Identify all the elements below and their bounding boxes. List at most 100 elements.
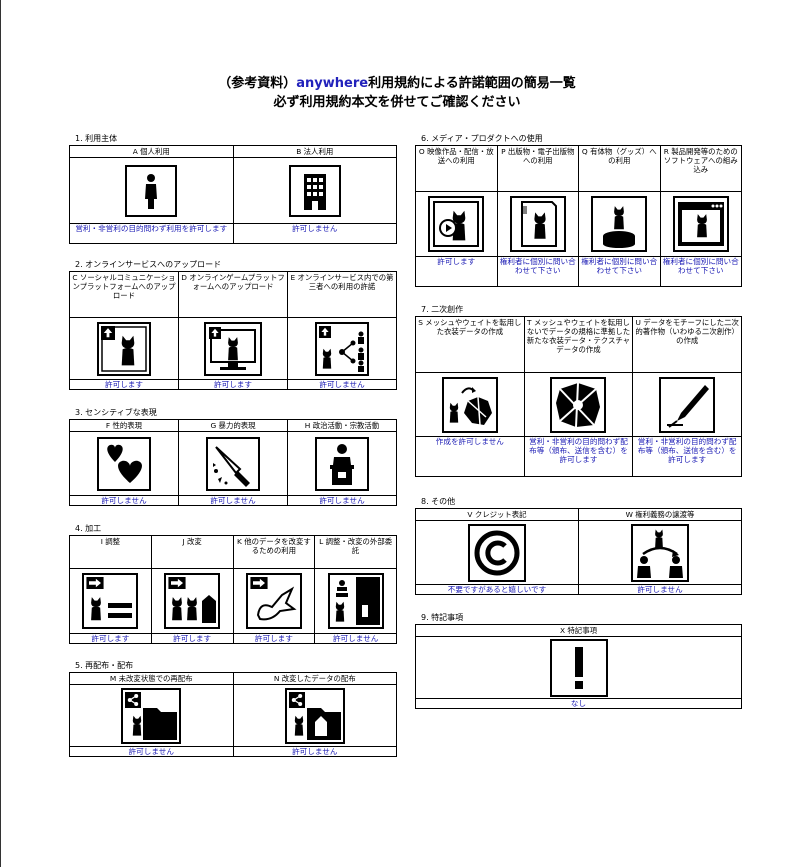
cell-label: W 権利義務の譲渡等 [578,508,742,521]
section-media-products: 6. メディア・プロダクトへの使用 O 映像作品・配信・放送への利用 P 出版物… [415,133,742,287]
cell-label: D オンラインゲームプラットフォームへのアップロード [178,271,288,318]
section-title: 8. その他 [421,497,456,506]
section-title: 3. センシティブな表現 [75,408,157,417]
permission-table: F 性的表現 G 暴力的表現 H 政治活動・宗教活動 許可しません 許可しません… [69,419,397,506]
result-text: 許可しません [69,495,179,506]
cell-label: S メッシュやウェイトを転用した衣装データの作成 [415,316,525,373]
permission-table: I 調整 J 改変 K 他のデータを改変するための利用 L 調整・改変の外部委託… [69,535,397,644]
share-folder-icon [121,687,182,744]
result-text: 不要ですがあると嬉しいです [415,584,579,595]
cell-label: M 未改変状態での再配布 [69,672,234,685]
cell-label: E オンラインサービス内での第三者への利用の許諾 [287,271,397,318]
permission-table: V クレジット表記 W 権利義務の譲渡等 不要ですがあると嬉しいです 許可しませ… [415,508,742,595]
knife-icon [206,436,260,491]
section-title: 4. 加工 [75,524,102,533]
result-text: 許可しません [578,584,742,595]
cell-label: I 調整 [69,535,152,569]
transform-icon [245,573,302,629]
result-text: 許可しません [232,223,397,244]
cell-label: Q 有体物（グッズ）への利用 [578,145,661,192]
section-special-notes: 9. 特記事項 X 特記事項 なし [415,612,742,709]
transfer-icon [631,523,689,582]
result-text: 許可しません [232,746,397,757]
new-clothes-icon [550,376,607,433]
section-redistribution: 5. 再配布・配布 M 未改変状態での再配布 N 改変したデータの配布 許可しま… [69,660,397,757]
pen-icon [659,376,716,433]
result-text: 営利・非営利の目的問わず配布等（頒布、送信を含む）を許可します [523,436,634,477]
result-text: 営利・非営利の目的問わず利用を許可します [69,223,234,244]
result-text: 許可します [232,633,316,644]
cell-label: A 個人利用 [69,145,234,158]
outsource-icon [327,573,384,629]
result-text: 権利者に個別に問い合わせて下さい [496,256,579,287]
result-text: 権利者に個別に問い合わせて下さい [578,256,661,287]
exclamation-icon [549,638,608,697]
share-modified-icon [284,687,345,744]
result-text: 許可しません [69,746,234,757]
section-sensitive-expression: 3. センシティブな表現 F 性的表現 G 暴力的表現 H 政治活動・宗教活動 … [69,407,397,506]
figure-icon [591,196,648,252]
result-text: 許可します [415,256,498,287]
section-title: 6. メディア・プロダクトへの使用 [421,134,543,143]
section-title: 5. 再配布・配布 [75,661,134,670]
section-usage-subject: 1. 利用主体 A 個人利用 B 法人利用 営利・非営利の目的問わず利用を許可し… [69,133,397,244]
section-title: 1. 利用主体 [75,134,118,143]
section-title: 9. 特記事項 [421,613,464,622]
cell-label: J 改変 [150,535,234,569]
cell-label: B 法人利用 [232,145,397,158]
permission-table: C ソーシャルコミュニケーションプラットフォームへのアップロード D オンライン… [69,271,397,390]
copyright-icon [468,523,526,582]
cell-label: F 性的表現 [69,419,179,432]
modify-icon [164,573,221,629]
section-online-upload: 2. オンラインサービスへのアップロード C ソーシャルコミュニケーションプラッ… [69,259,397,390]
permission-table: A 個人利用 B 法人利用 営利・非営利の目的問わず利用を許可します 許可しませ… [69,145,397,244]
cell-label: X 特記事項 [415,624,742,637]
software-icon [672,196,729,252]
cell-label: C ソーシャルコミュニケーションプラットフォームへのアップロード [69,271,179,318]
share-users-icon [315,321,369,376]
cell-label: T メッシュやウェイトを転用しないでデータの規格に準拠した新たな衣装データ・テク… [523,316,634,373]
cell-label: H 政治活動・宗教活動 [287,419,397,432]
result-text: 許可しません [314,633,397,644]
building-icon [288,164,341,217]
result-text: なし [415,698,742,709]
result-text: 権利者に個別に問い合わせて下さい [659,256,742,287]
person-icon [125,164,178,217]
upload-monitor-icon [204,321,262,376]
video-icon [428,196,485,252]
upload-icon [97,321,151,376]
result-text: 許可します [69,379,179,390]
section-other: 8. その他 V クレジット表記 W 権利義務の譲渡等 不要ですがあると嬉しいで… [415,496,742,595]
cell-label: G 暴力的表現 [178,419,288,432]
result-text: 許可しません [178,495,288,506]
hearts-icon [97,436,151,491]
permission-table: M 未改変状態での再配布 N 改変したデータの配布 許可しません 許可しません [69,672,397,757]
result-text: 許可します [69,633,152,644]
cell-label: K 他のデータを改変するための利用 [232,535,316,569]
result-text: 営利・非営利の目的問わず配布等（頒布、送信を含む）を許可します [632,436,742,477]
clothes-icon [441,376,498,433]
cell-label: N 改変したデータの配布 [232,672,397,685]
adjust-icon [82,573,139,629]
result-text: 作成を許可しません [415,436,525,477]
permission-table: S メッシュやウェイトを転用した衣装データの作成 T メッシュやウェイトを転用し… [415,316,742,477]
book-icon [509,196,566,252]
result-text: 許可します [150,633,234,644]
cell-label: R 製品開発等のためのソフトウェアへの組み込み [659,145,742,192]
permission-table: O 映像作品・配信・放送への利用 P 出版物・電子出版物への利用 Q 有体物（グ… [415,145,742,287]
page-title: （参考資料）anywhere利用規約による許諾範囲の簡易一覧 必ず利用規約本文を… [218,76,576,110]
section-derivative-works: 7. 二次創作 S メッシュやウェイトを転用した衣装データの作成 T メッシュや… [415,304,742,477]
page-edge [0,0,1,867]
cell-label: O 映像作品・配信・放送への利用 [415,145,498,192]
section-title: 2. オンラインサービスへのアップロード [75,260,222,269]
cell-label: L 調整・改変の外部委託 [314,535,397,569]
section-title: 7. 二次創作 [421,305,464,314]
result-text: 許可しません [287,379,397,390]
section-processing: 4. 加工 I 調整 J 改変 K 他のデータを改変するための利用 L 調整・改… [69,523,397,644]
podium-icon [315,436,369,491]
cell-label: U データをモチーフにした二次的著作物（いわゆる二次創作）の作成 [632,316,742,373]
result-text: 許可しません [287,495,397,506]
result-text: 許可します [178,379,288,390]
permission-table: X 特記事項 なし [415,624,742,709]
cell-label: V クレジット表記 [415,508,579,521]
